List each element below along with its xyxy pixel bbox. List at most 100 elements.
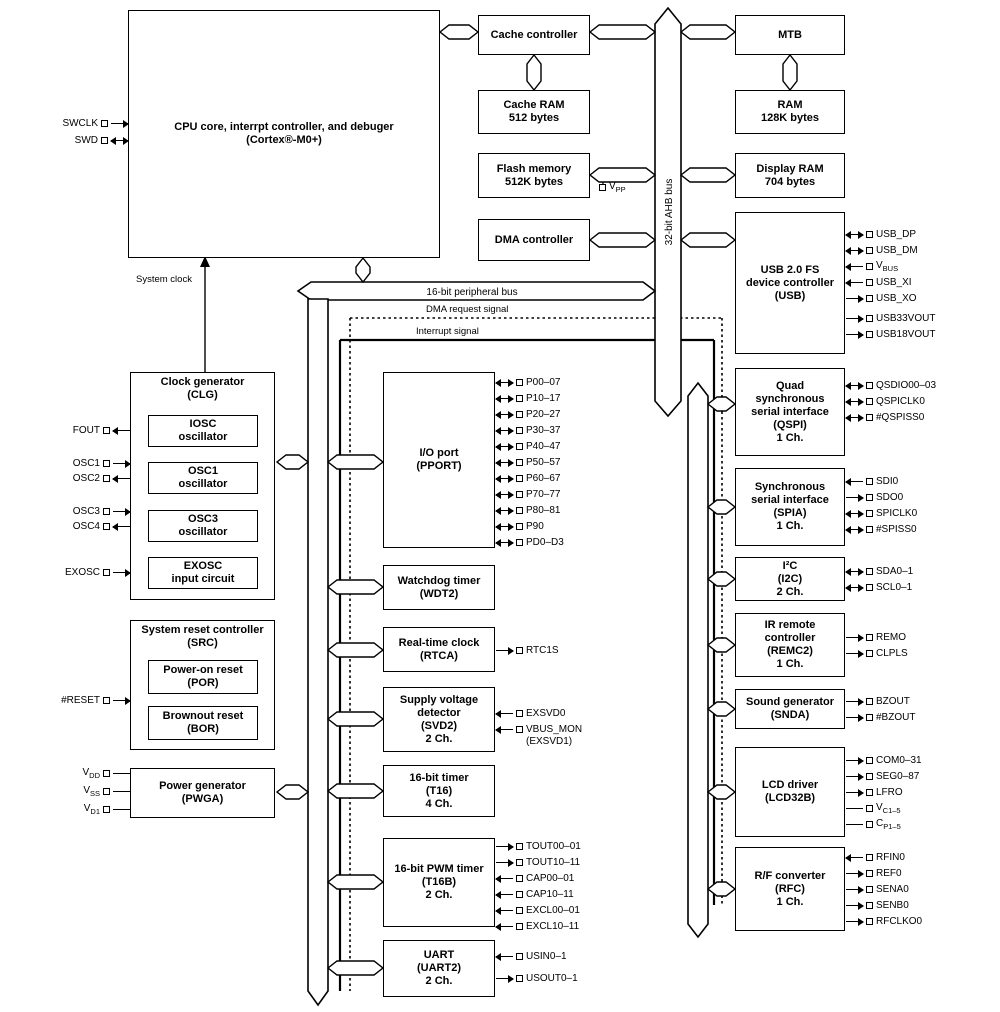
pin-pad-icon — [866, 568, 873, 575]
pin-pad-icon — [866, 478, 873, 485]
pin-vbus: VBUS — [845, 260, 898, 273]
block-label-line: (SRC) — [187, 637, 218, 649]
block-cpu: CPU core, interrpt controller, and debug… — [128, 10, 440, 258]
pin-label: QSDIO00–03 — [876, 380, 937, 391]
pin-label: P70–77 — [526, 489, 561, 500]
pin-label: P20–27 — [526, 409, 561, 420]
pin-senb0: SENB0 — [846, 899, 909, 912]
connector-bus-lcd — [706, 784, 737, 800]
pin-p00-07: P00–07 — [495, 376, 560, 389]
block-label-line: (T16B) — [421, 876, 457, 888]
pin-reset: #RESET — [32, 694, 131, 707]
pin-p50-57: P50–57 — [495, 456, 561, 469]
pin-rfclko0: RFCLKO0 — [846, 915, 922, 928]
pin-label: SEG0–87 — [876, 771, 920, 782]
block-label-line: IOSC — [189, 418, 217, 430]
block-label-line: 704 bytes — [764, 175, 816, 188]
block-label-line: (PPORT) — [416, 460, 462, 472]
pin-osc2: OSC2 — [32, 472, 130, 485]
connector-cache-ahb — [588, 24, 657, 40]
bidirectional-arrow-icon — [495, 394, 514, 403]
pin-pad-icon — [866, 650, 873, 657]
pin-label: SDA0–1 — [876, 566, 914, 577]
pin-p60-67: P60–67 — [495, 472, 560, 485]
pin-rtc1s: RTC1S — [496, 644, 559, 657]
block-cache-controller: Cache controller — [478, 15, 590, 55]
pin-bzout: BZOUT — [846, 695, 910, 708]
pin-pad-icon — [866, 854, 873, 861]
pin-pad-icon — [866, 714, 873, 721]
connector-cpu-cache — [438, 24, 480, 40]
block-label-line: (BOR) — [187, 723, 219, 735]
pin-label: VSS — [83, 785, 100, 798]
pin-fout: FOUT — [32, 424, 130, 437]
block-16bit-pwm-timer: 16-bit PWM timer (T16B) 2 Ch. — [383, 838, 495, 927]
pin-label: USB_XO — [876, 293, 917, 304]
block-label-line: 1 Ch. — [776, 895, 804, 908]
block-label-line: I/O port — [419, 447, 459, 459]
input-arrow-icon — [113, 459, 131, 468]
block-label-line: (QSPI) — [773, 418, 807, 431]
block-label-line: Synchronous — [754, 481, 826, 493]
pin-pad-icon — [516, 923, 523, 930]
input-arrow-icon — [113, 507, 131, 516]
pin-lfro: LFRO — [846, 786, 903, 799]
pin-usb-xi: USB_XI — [845, 276, 912, 289]
pin-label: EXSVD0 — [526, 708, 566, 719]
pin-vpp: VPP — [599, 181, 626, 194]
pin-sda0-1: SDA0–1 — [845, 565, 914, 578]
pin-label: P80–81 — [526, 505, 561, 516]
pin-label: CAP10–11 — [526, 889, 574, 900]
block-label-line: 1 Ch. — [776, 520, 804, 532]
pin-pad-icon — [866, 870, 873, 877]
pin-bzout-inv: #BZOUT — [846, 711, 915, 724]
connector-clg-bus — [275, 454, 310, 470]
connector-bus-pport — [326, 454, 385, 470]
pin-label: #BZOUT — [876, 712, 916, 723]
wire-line — [846, 804, 863, 813]
connector-flash-ahb — [588, 167, 657, 183]
pin-tout10-11: TOUT10–11 — [496, 856, 580, 869]
pin-pad-icon — [516, 726, 523, 733]
block-usb: USB 2.0 FS device controller (USB) — [735, 212, 845, 354]
pin-label: P50–57 — [526, 457, 561, 468]
pin-label: REF0 — [876, 868, 902, 879]
block-label-line: oscillator — [178, 526, 228, 538]
pin-pad-icon — [866, 886, 873, 893]
input-arrow-icon — [495, 952, 513, 961]
pin-label: BZOUT — [876, 696, 910, 707]
pin-pad-icon — [516, 427, 523, 434]
input-arrow-icon — [845, 477, 863, 486]
pin-qsdio00-03: QSDIO00–03 — [845, 379, 937, 392]
pin-usb-xo: USB_XO — [846, 292, 917, 305]
block-label-line: (REMC2) — [767, 645, 813, 657]
pin-label: P40–47 — [526, 441, 561, 452]
pin-rfin0: RFIN0 — [845, 851, 905, 864]
pin-label: VD1 — [83, 803, 100, 816]
pin-pad-icon — [103, 788, 110, 795]
block-real-time-clock: Real-time clock (RTCA) — [383, 627, 495, 672]
pin-pad-icon — [516, 843, 523, 850]
pin-pad-icon — [516, 443, 523, 450]
output-arrow-icon — [846, 788, 864, 797]
pin-pad-icon — [516, 710, 523, 717]
pin-p40-47: P40–47 — [495, 440, 561, 453]
block-label-line: LCD driver — [761, 779, 819, 791]
block-dma-controller: DMA controller — [478, 219, 590, 261]
pin-label: EXOSC — [64, 567, 100, 578]
pin-p10-17: P10–17 — [495, 392, 560, 405]
peripheral-bus-label: 16-bit peripheral bus — [426, 287, 517, 298]
block-label-line: 4 Ch. — [425, 797, 453, 810]
input-arrow-icon — [113, 696, 131, 705]
pin-pad-icon — [101, 120, 108, 127]
block-label-line: (SPIA) — [773, 507, 807, 519]
pin-label: REMO — [876, 632, 906, 643]
pin-pad-icon — [516, 395, 523, 402]
block-sound-generator: Sound generator (SNDA) — [735, 689, 845, 729]
block-label-line: serial interface — [751, 405, 829, 418]
block-label-line: controller — [764, 632, 816, 644]
mid-peripheral-bus-vertical — [307, 298, 329, 1007]
block-label-line: (WDT2) — [419, 587, 459, 600]
pin-p70-77: P70–77 — [495, 488, 561, 501]
block-label-line: 512 bytes — [508, 112, 560, 124]
